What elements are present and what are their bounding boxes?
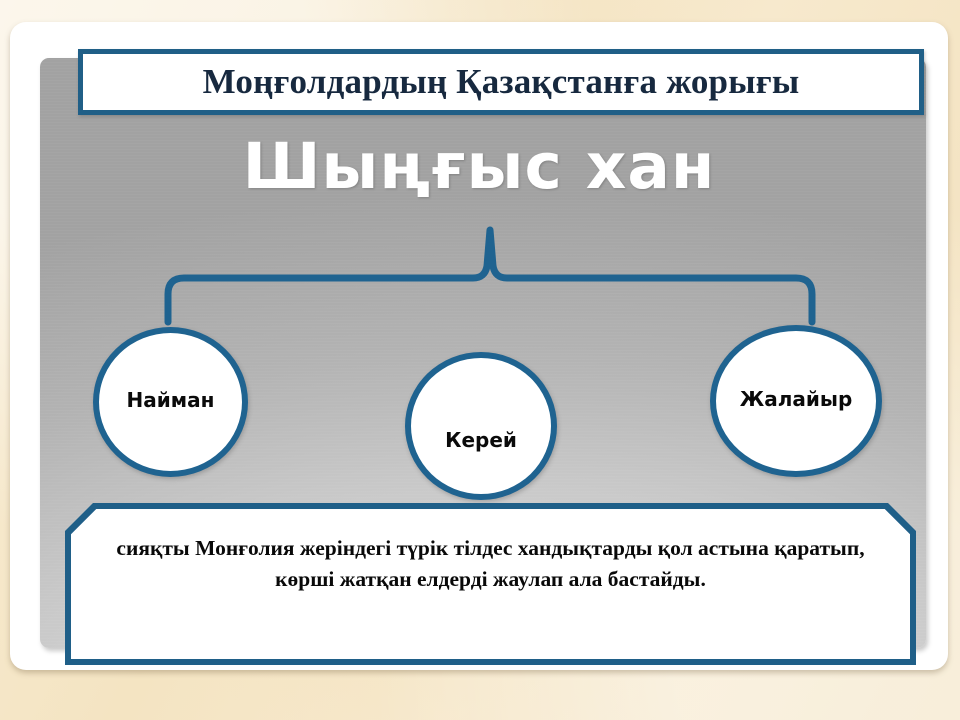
slide-title-plaque: Моңғолдардың Қазақстанға жорығы	[78, 49, 924, 115]
footer-banner-text: сияқты Монғолия жеріндегі түрік тілдес х…	[116, 536, 865, 591]
headline-container: Шыңғыс хан	[10, 130, 948, 203]
tribe-oval-label: Жалайыр	[739, 387, 853, 411]
tribe-oval-kerei[interactable]: Керей	[405, 352, 557, 500]
footer-banner: сияқты Монғолия жеріндегі түрік тілдес х…	[65, 503, 916, 665]
slide-title-text: Моңғолдардың Қазақстанға жорығы	[202, 62, 800, 101]
slide-frame: Моңғолдардың Қазақстанға жорығы Шыңғыс х…	[10, 22, 948, 670]
headline-text: Шыңғыс хан	[242, 130, 716, 203]
brace-connector	[160, 218, 820, 328]
tribe-oval-naiman[interactable]: Найман	[93, 327, 248, 477]
tribe-oval-label: Найман	[126, 388, 215, 412]
tribe-oval-jalair[interactable]: Жалайыр	[710, 325, 882, 477]
tribe-oval-label: Керей	[445, 428, 517, 452]
